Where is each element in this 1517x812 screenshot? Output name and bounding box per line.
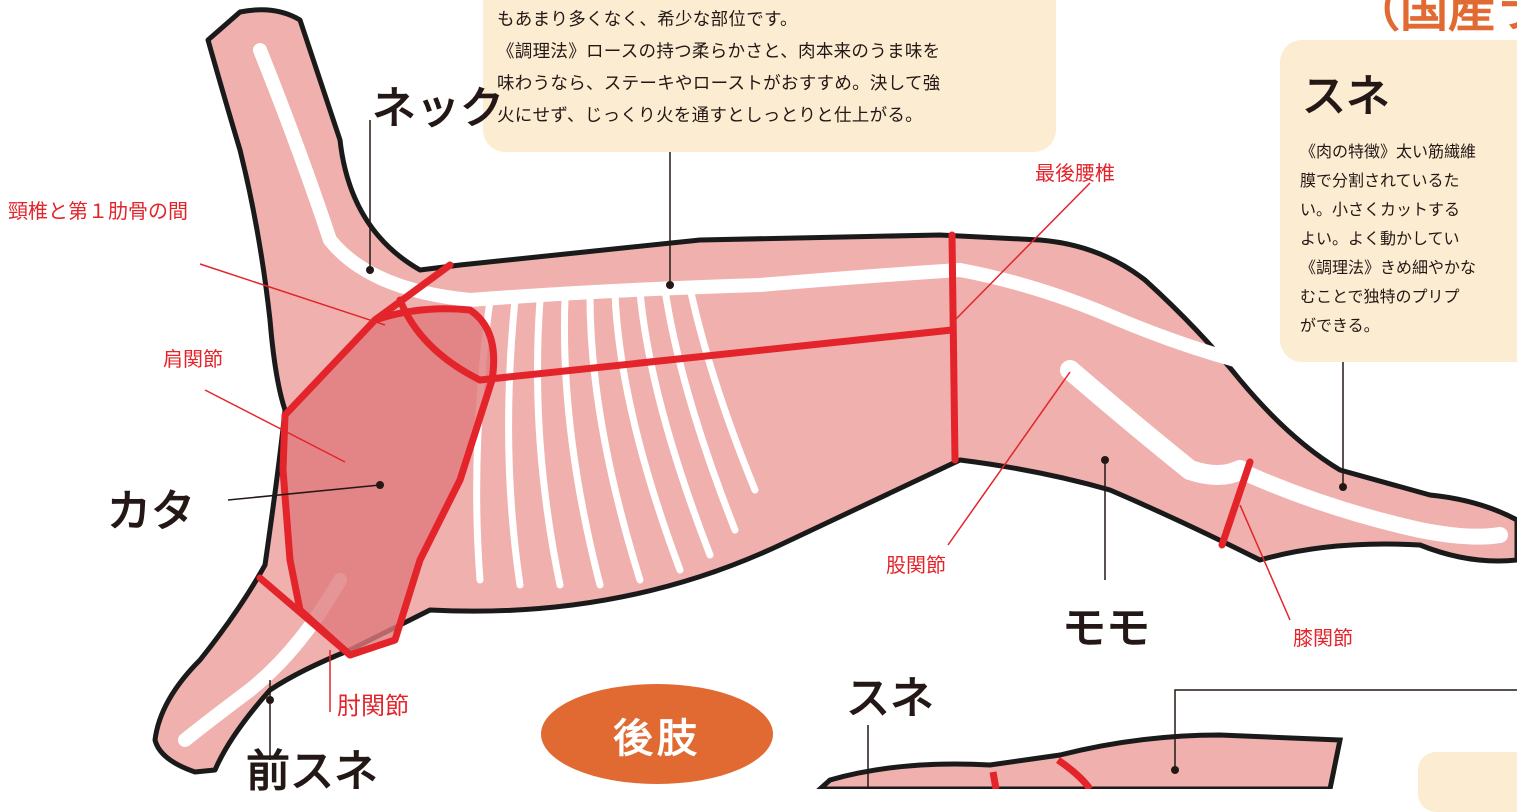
- info-line: 味わうなら、ステーキやローストがおすすめ。決して強: [497, 70, 941, 95]
- info-line: い。小さくカットする: [1300, 196, 1460, 220]
- label-hip-joint: 股関節: [886, 549, 946, 578]
- info-callout-title: スネ: [1302, 60, 1390, 124]
- label-neck: ネック: [372, 72, 504, 136]
- info-line: 膜で分割されているた: [1300, 167, 1460, 191]
- label-leg: モモ: [1062, 592, 1150, 656]
- label-fore-shank: 前スネ: [246, 735, 378, 799]
- last-lumbar-cut-line: [952, 235, 955, 460]
- info-line: ができる。: [1300, 312, 1380, 336]
- info-line: 火にせず、じっくり火を通すとしっとりと仕上がる。: [497, 102, 923, 127]
- info-line: 《調理法》きめ細やかな: [1300, 254, 1476, 278]
- info-line: よい。よく動かしてい: [1300, 225, 1460, 249]
- label-shank-lower: スネ: [846, 662, 934, 726]
- corner-title: （国産ラ: [1352, 0, 1517, 40]
- section-badge-hindlimb: 後肢: [541, 684, 773, 784]
- label-last-lumbar: 最後腰椎: [1035, 157, 1115, 186]
- info-line: もあまり多くなく、希少な部位です。: [497, 6, 798, 31]
- info-callout-shank: スネ 《肉の特徴》太い筋繊維 膜で分割されているた い。小さくカットする よい。…: [1280, 40, 1517, 362]
- label-knee-joint: 膝関節: [1293, 622, 1353, 651]
- section-badge-label: 後肢: [541, 706, 773, 764]
- label-shoulder: カタ: [107, 475, 195, 539]
- info-line: むことで独特のプリプ: [1300, 283, 1460, 307]
- info-callout-loin: もあまり多くなく、希少な部位です。 《調理法》ロースの持つ柔らかさと、肉本来のう…: [483, 0, 1056, 152]
- label-cervical: 頸椎と第１肋骨の間: [8, 195, 188, 224]
- info-callout-partial: [1418, 752, 1517, 812]
- label-elbow-joint: 肘関節: [337, 686, 409, 721]
- info-line: 《肉の特徴》太い筋繊維: [1300, 138, 1476, 162]
- info-line: 《調理法》ロースの持つ柔らかさと、肉本来のうま味を: [497, 38, 940, 63]
- lower-carcass-cut-1: [993, 772, 996, 789]
- label-shoulder-joint: 肩関節: [163, 343, 223, 372]
